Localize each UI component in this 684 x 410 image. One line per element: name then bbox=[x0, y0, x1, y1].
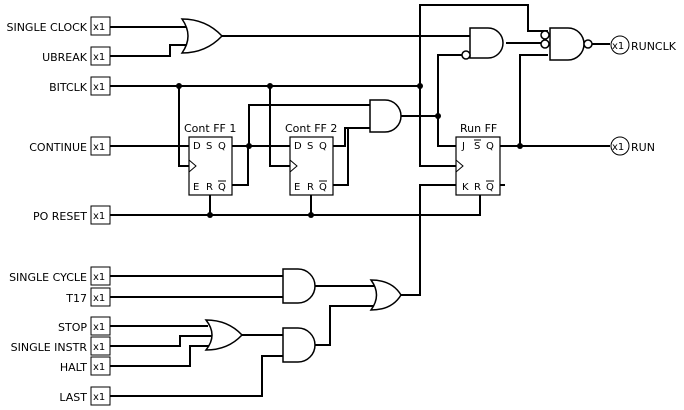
flipflop-title: Run FF bbox=[460, 122, 497, 135]
buffer-po-reset: x1 bbox=[90, 205, 111, 225]
flipflop-title: Cont FF 1 bbox=[184, 122, 236, 135]
svg-text:x1: x1 bbox=[93, 293, 105, 304]
buffer-last: x1 bbox=[90, 386, 111, 406]
label-single-cycle: SINGLE CYCLE bbox=[9, 271, 87, 284]
svg-text:D: D bbox=[294, 141, 302, 152]
label-t17: T17 bbox=[65, 292, 87, 305]
label-run: RUN bbox=[631, 141, 655, 154]
buffer-single-instr: x1 bbox=[90, 336, 111, 356]
inverter-bubble bbox=[583, 39, 593, 49]
flipflop-cont-2: Cont FF 2 D S Q E R Q bbox=[285, 122, 337, 196]
label-runclk: RUNCLK bbox=[631, 40, 677, 53]
or-gate-clock bbox=[180, 18, 224, 54]
svg-text:x1: x1 bbox=[93, 211, 105, 222]
svg-text:Q: Q bbox=[218, 182, 226, 193]
svg-text:Q: Q bbox=[486, 141, 494, 152]
label-single-instr: SINGLE INSTR bbox=[11, 341, 88, 354]
svg-text:E: E bbox=[193, 182, 199, 193]
label-last: LAST bbox=[59, 391, 87, 404]
svg-text:K: K bbox=[462, 182, 469, 193]
svg-text:x1: x1 bbox=[93, 272, 105, 283]
output-run: x1 RUN bbox=[610, 136, 655, 156]
svg-text:Q: Q bbox=[319, 141, 327, 152]
buffer-halt: x1 bbox=[90, 356, 111, 376]
label-halt: HALT bbox=[60, 361, 87, 374]
inverter-bubble bbox=[540, 30, 550, 40]
svg-text:x1: x1 bbox=[93, 342, 105, 353]
svg-text:E: E bbox=[294, 182, 300, 193]
buffer-bitclk: x1 bbox=[90, 76, 111, 96]
buffer-single-clock: x1 bbox=[90, 16, 111, 36]
svg-text:J: J bbox=[461, 141, 465, 152]
svg-text:x1: x1 bbox=[93, 82, 105, 93]
svg-text:S: S bbox=[474, 141, 480, 152]
svg-text:x1: x1 bbox=[93, 22, 105, 33]
svg-text:x1: x1 bbox=[93, 392, 105, 403]
and-gate-continue bbox=[369, 99, 402, 133]
svg-text:D: D bbox=[193, 141, 201, 152]
svg-text:x1: x1 bbox=[93, 142, 105, 153]
svg-text:Q: Q bbox=[218, 141, 226, 152]
svg-text:x1: x1 bbox=[612, 41, 624, 52]
svg-text:R: R bbox=[474, 182, 481, 193]
nand-gate-runclk bbox=[549, 27, 585, 61]
svg-text:S: S bbox=[307, 141, 313, 152]
flipflop-run: Run FF J S Q K R Q bbox=[455, 122, 501, 196]
inverter-bubble bbox=[461, 50, 471, 60]
svg-text:R: R bbox=[307, 182, 314, 193]
svg-text:x1: x1 bbox=[93, 322, 105, 333]
input-labels: SINGLE CLOCK UBREAK BITCLK CONTINUE PO R… bbox=[6, 21, 87, 404]
svg-text:x1: x1 bbox=[93, 52, 105, 63]
label-po-reset: PO RESET bbox=[33, 210, 87, 223]
label-continue: CONTINUE bbox=[29, 141, 87, 154]
and-gate-last bbox=[282, 327, 316, 363]
wires bbox=[110, 4, 610, 397]
buffer-stop: x1 bbox=[90, 316, 111, 336]
svg-text:x1: x1 bbox=[612, 142, 624, 153]
buffer-t17: x1 bbox=[90, 287, 111, 307]
or-gate-run-k bbox=[369, 279, 402, 311]
or-gate-stop bbox=[204, 319, 244, 351]
buffer-ubreak: x1 bbox=[90, 46, 111, 66]
label-single-clock: SINGLE CLOCK bbox=[6, 21, 87, 34]
inverter-bubble bbox=[540, 39, 550, 49]
label-ubreak: UBREAK bbox=[42, 51, 88, 64]
label-bitclk: BITCLK bbox=[49, 81, 88, 94]
output-runclk: x1 RUNCLK bbox=[610, 35, 677, 55]
svg-text:Q: Q bbox=[486, 182, 494, 193]
flipflop-title: Cont FF 2 bbox=[285, 122, 337, 135]
and-gate-single-cycle bbox=[282, 268, 316, 304]
and-gate-runclk-1 bbox=[469, 27, 504, 59]
buffer-continue: x1 bbox=[90, 136, 111, 156]
buffer-single-cycle: x1 bbox=[90, 266, 111, 286]
svg-text:R: R bbox=[206, 182, 213, 193]
svg-text:Q: Q bbox=[319, 182, 327, 193]
junctions bbox=[176, 83, 523, 218]
svg-text:S: S bbox=[206, 141, 212, 152]
flipflop-cont-1: Cont FF 1 D S Q E R Q bbox=[184, 122, 236, 196]
label-stop: STOP bbox=[58, 321, 87, 334]
svg-text:x1: x1 bbox=[93, 362, 105, 373]
input-buffers: x1 x1 x1 x1 x1 x1 x1 x1 x1 x1 x1 bbox=[90, 16, 111, 406]
